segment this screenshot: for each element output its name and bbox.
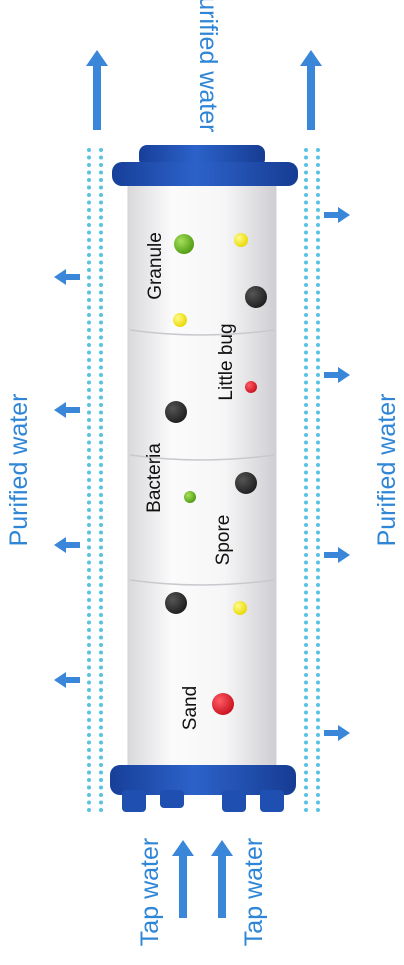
water-dot-column bbox=[99, 148, 103, 812]
particle-yellow bbox=[173, 313, 187, 327]
segment-line bbox=[129, 454, 275, 461]
label-bacteria: Bacteria bbox=[144, 443, 165, 513]
particle-red bbox=[245, 381, 257, 393]
arrow-right-outflow bbox=[324, 207, 350, 223]
label-purified-left: Purified water bbox=[5, 394, 33, 547]
arrow-up-inflow-left bbox=[172, 840, 194, 918]
water-flow-lines bbox=[87, 148, 320, 812]
label-sand: Sand bbox=[180, 686, 201, 730]
segment-line bbox=[129, 329, 275, 336]
segment-line bbox=[129, 579, 275, 586]
label-spore: Spore bbox=[213, 515, 234, 566]
water-dot-column bbox=[304, 148, 308, 812]
label-purified-top: Purified water bbox=[194, 0, 222, 132]
arrow-up-top-right bbox=[300, 50, 322, 130]
arrow-left-outflow bbox=[54, 402, 80, 418]
particle-granule bbox=[174, 234, 194, 254]
bottom-cap bbox=[110, 765, 296, 812]
arrow-right-outflow bbox=[324, 547, 350, 563]
particle-yellow bbox=[234, 233, 248, 247]
particle-sand bbox=[212, 693, 234, 715]
arrow-right-outflow bbox=[324, 725, 350, 741]
particles bbox=[165, 233, 267, 715]
arrow-right-outflow bbox=[324, 367, 350, 383]
arrow-left-outflow bbox=[54, 672, 80, 688]
arrow-up-top-left bbox=[86, 50, 108, 130]
arrow-left-outflow bbox=[54, 537, 80, 553]
particle-dark bbox=[165, 401, 187, 423]
label-little-bug: Little bug bbox=[216, 323, 237, 400]
water-dot-column bbox=[316, 148, 320, 812]
particle-yellow bbox=[233, 601, 247, 615]
label-granule: Granule bbox=[145, 232, 166, 300]
inflow-arrows bbox=[172, 840, 233, 918]
side-arrows bbox=[54, 207, 350, 741]
top-cap bbox=[112, 145, 298, 186]
label-purified-right: Purified water bbox=[373, 394, 401, 547]
label-tap-left: Tap water bbox=[136, 838, 164, 946]
water-dot-column bbox=[87, 148, 91, 812]
particle-dark bbox=[235, 472, 257, 494]
label-tap-right: Tap water bbox=[240, 838, 268, 946]
particle-dark bbox=[245, 286, 267, 308]
particle-green bbox=[184, 491, 196, 503]
particle-dark bbox=[165, 592, 187, 614]
arrow-up-inflow-right bbox=[211, 840, 233, 918]
arrow-left-outflow bbox=[54, 269, 80, 285]
top-arrows bbox=[86, 50, 322, 130]
